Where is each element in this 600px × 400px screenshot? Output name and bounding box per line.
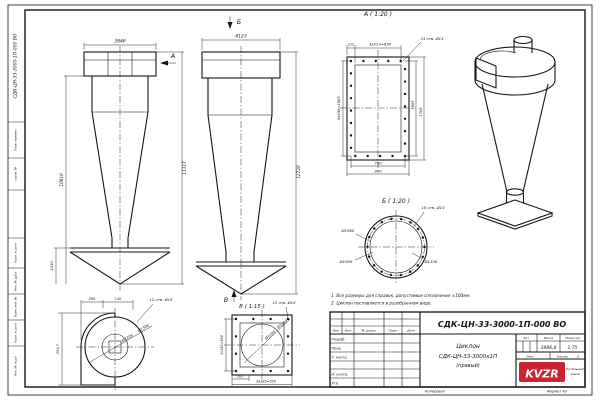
view-a-dim-bottom-inner: 790 — [374, 161, 382, 166]
sheet-label: Лист — [525, 355, 534, 359]
view-v-title: В ( 1:15 ) — [239, 304, 265, 310]
view-b-d-outer: Ø1100 — [424, 259, 438, 264]
view-a-dim-top-row: 3х213=850 — [369, 42, 392, 47]
view-a-dim-right-outer: 1705 — [419, 107, 423, 117]
company-org-line2: завод — [570, 372, 579, 376]
header-podp: Подп. — [388, 329, 397, 333]
header-doc: № докум. — [361, 329, 377, 333]
margin-cell-podp-data-1: Подп. и дата — [14, 243, 18, 264]
scale-label: Масштаб — [565, 336, 579, 340]
front-dim-width: 3846 — [114, 39, 126, 45]
mass-value: 3986,8 — [541, 345, 557, 351]
kopiroval-label: Копировал — [425, 390, 446, 394]
role-tkontr: Т. контр. — [332, 356, 348, 360]
scroll-dim-height: 294,7 — [56, 343, 60, 354]
side-marker-bottom: В — [224, 296, 229, 304]
view-b-flange: Б ( 1:20 ) 18 отв. Ø14 Ø1060 Ø1000 Ø1100 — [339, 198, 445, 284]
company-logo-mark — [519, 362, 565, 382]
scale-value: 1:75 — [567, 345, 577, 351]
header-data: Дата — [406, 329, 415, 333]
format-label: Формат А3 — [547, 390, 567, 394]
role-nkontr: Н. контр. — [332, 373, 349, 377]
view-v-flange: В ( 1:15 ) 12 отв. Ø18 Ø1260 Ø1200 3х183… — [220, 300, 300, 386]
product-name-line2: СДК-ЦН-33-3000х1П — [439, 354, 497, 360]
scroll-dim-a: 290 — [89, 297, 96, 301]
front-view: 3846 А 11317 10910 1010 — [49, 39, 187, 292]
view-a-dim-right-inner: 1605 — [411, 100, 415, 110]
front-dim-height-cone: 1010 — [49, 261, 54, 271]
header-list: Лист — [343, 329, 352, 333]
margin-cell-podp-data-2: Подп. и дата — [14, 323, 18, 344]
product-name-line3: (правый) — [456, 363, 480, 369]
side-dim-width: 4123 — [235, 34, 247, 40]
view-v-d-inner: Ø1200 — [263, 329, 277, 342]
margin-cell-inv-podl: Инв. № подл. — [14, 356, 18, 377]
view-v-dim-bottom-row: 3х183=550 — [256, 380, 276, 384]
view-v-dim-step: 183 — [237, 375, 243, 379]
front-dim-height-total: 11317 — [182, 161, 187, 175]
scroll-d-outer: Ø1306 — [136, 322, 150, 333]
view-b-d-bolt: Ø1060 — [341, 228, 355, 233]
view-v-d-outer: Ø1260 — [275, 318, 289, 331]
margin-cell-sprav: Справ. № — [14, 167, 18, 182]
mass-label: Масса — [544, 336, 554, 340]
role-razrab: Разраб. — [332, 338, 346, 342]
sheets-value: 1 — [577, 355, 579, 359]
scroll-d-inner: Ø1206 — [120, 332, 134, 343]
view-v-dim-left-col: 3х183=550 — [220, 335, 224, 355]
view-v-holes-note: 12 отв. Ø18 — [272, 300, 296, 305]
lit-label: Лит. — [522, 336, 530, 340]
scroll-view: Ø1306 Ø1206 290 140 12 отв. Ø18 294,7 — [56, 297, 173, 390]
view-a-dim-edge: 212 — [348, 43, 354, 47]
view-b-holes-note: 18 отв. Ø14 — [421, 205, 445, 210]
side-dim-height-total: 12720 — [296, 165, 301, 179]
front-dim-height-body: 10910 — [59, 173, 64, 187]
side-view: Б 4123 12720 В — [195, 16, 301, 304]
sheets-label: Листов — [555, 355, 567, 359]
sheet-frame: СДК-ЦН-33-3000-1П-000 ВО Перв. примен. С… — [7, 4, 593, 396]
role-prov: Пров. — [332, 347, 342, 351]
note-line-2: 2. Циклон поставляется в разобранном вид… — [331, 301, 432, 306]
side-marker-top: Б — [237, 18, 242, 26]
margin-doc-number: СДК-ЦН-33-3000-1П-000 ВО — [13, 33, 19, 98]
notes: 1. Все размеры для справок, допустимые о… — [331, 293, 471, 306]
view-b-d-inner: Ø1000 — [339, 259, 353, 264]
scroll-dim-b: 140 — [115, 297, 122, 301]
header-izm: Изм. — [332, 329, 339, 333]
note-line-1: 1. Все размеры для справок, допустимые о… — [331, 293, 471, 298]
view-a-holes-note: 24 отв. Ø14 — [420, 36, 444, 41]
view-a-flange: А ( 1:20 ) 212 3х213=850 24 отв. Ø14 8х1… — [337, 11, 444, 176]
doc-designation: СДК-ЦН-33-3000-1П-000 ВО — [438, 320, 566, 329]
view-a-dim-bottom-outer: 890 — [374, 169, 382, 174]
margin-cell-inv-dubl: Инв. № дубл. — [14, 271, 18, 292]
company-org-line1: Котельный — [566, 367, 584, 371]
scroll-holes-note: 12 отв. Ø18 — [149, 297, 173, 302]
margin-cell-vzam-inv: Взам. инв. № — [14, 297, 18, 317]
iso-inlet-opening — [475, 57, 497, 89]
isometric-view — [474, 35, 556, 230]
role-utv: Утв. — [332, 382, 339, 386]
product-name-line1: Циклон — [456, 343, 480, 350]
company-logo-text: KVZR — [525, 368, 558, 381]
margin-cell-perv-primen: Перв. примен. — [14, 129, 18, 152]
view-a-title: А ( 1:20 ) — [363, 11, 392, 18]
view-a-dim-left-col: 8х198=1665 — [337, 96, 341, 120]
title-block: СДК-ЦН-33-3000-1П-000 ВО Циклон СДК-ЦН-3… — [329, 311, 586, 388]
front-view-marker: А — [170, 52, 175, 60]
view-b-title: Б ( 1:20 ) — [382, 198, 410, 205]
